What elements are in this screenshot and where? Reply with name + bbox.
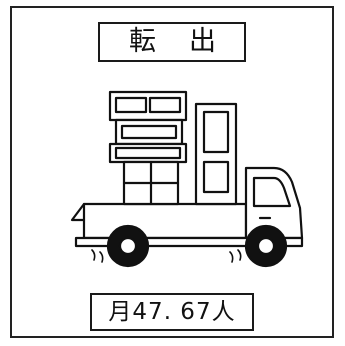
rate-label: 月47. 67人	[108, 299, 236, 325]
cabinet-top-drawer-right	[148, 96, 182, 114]
title-box: 転 出	[98, 22, 246, 62]
wardrobe-drawer	[202, 160, 230, 194]
truck-bed	[82, 202, 248, 240]
rate-box: 月47. 67人	[90, 293, 254, 331]
cabinet-top-drawer-left	[114, 96, 148, 114]
truck-cab	[244, 166, 304, 240]
panel-frame: 転 出	[10, 6, 334, 338]
wardrobe	[194, 102, 238, 206]
moving-truck-icon	[70, 90, 304, 268]
truck-cab-window	[252, 176, 292, 208]
cabinet-mid	[114, 118, 184, 146]
cabinet-top	[108, 90, 188, 122]
cabinet-low	[108, 142, 188, 164]
title-char-1: 転	[129, 26, 156, 57]
cabinet-mid-drawer	[120, 124, 178, 140]
cabinet-low-drawer	[114, 146, 182, 160]
title-char-2: 出	[189, 26, 216, 57]
wardrobe-panel	[202, 110, 230, 154]
truck-bed-rail	[70, 202, 86, 222]
